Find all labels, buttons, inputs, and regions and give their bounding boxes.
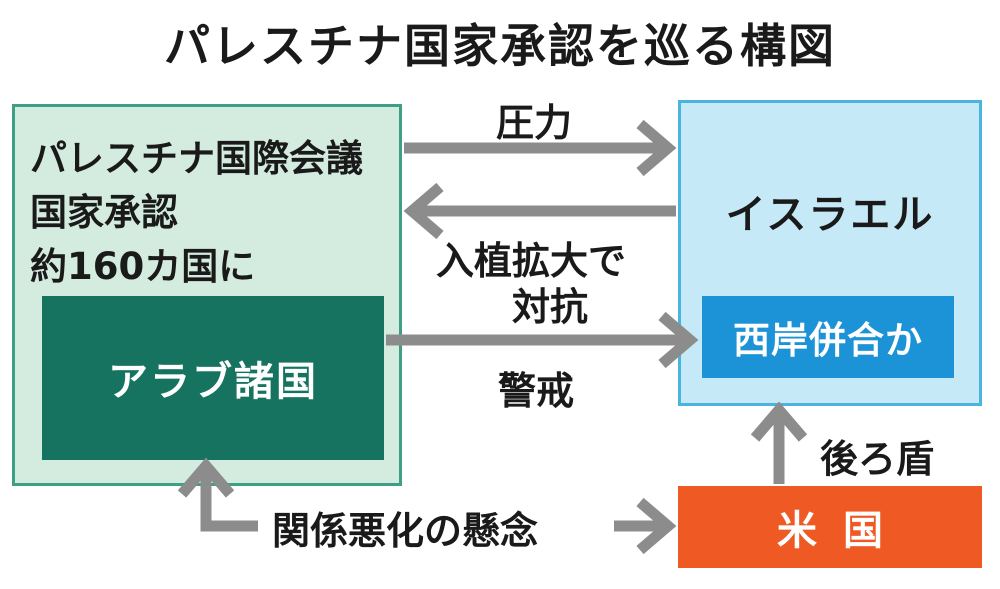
page-title: パレスチナ国家承認を巡る構図 (164, 19, 836, 73)
counter-arrow (403, 182, 676, 240)
west-bank-annexation-box: 西岸併合か (702, 296, 954, 378)
pressure-label: 圧力 (496, 100, 573, 145)
pressure-arrow (404, 119, 677, 177)
counter-label-line-2: 対抗 (512, 284, 589, 329)
concern-label: 関係悪化の懸念 (272, 508, 539, 553)
caution-label: 警戒 (498, 368, 575, 413)
backing-arrow (750, 401, 808, 484)
arab-states-box: アラブ諸国 (42, 296, 384, 460)
counter-label-line-1: 入植拡大で (436, 238, 627, 283)
left-box-line-3: 約160カ国に (30, 245, 256, 288)
backing-label: 後ろ盾 (820, 436, 935, 481)
concern-arrow (177, 457, 677, 555)
israel-label: イスラエル (725, 192, 935, 238)
left-box-line-2: 国家承認 (30, 191, 178, 234)
left-box-line-1: パレスチナ国際会議 (30, 137, 363, 180)
united-states-box: 米国 (678, 486, 982, 568)
caution-arrow (386, 311, 699, 369)
